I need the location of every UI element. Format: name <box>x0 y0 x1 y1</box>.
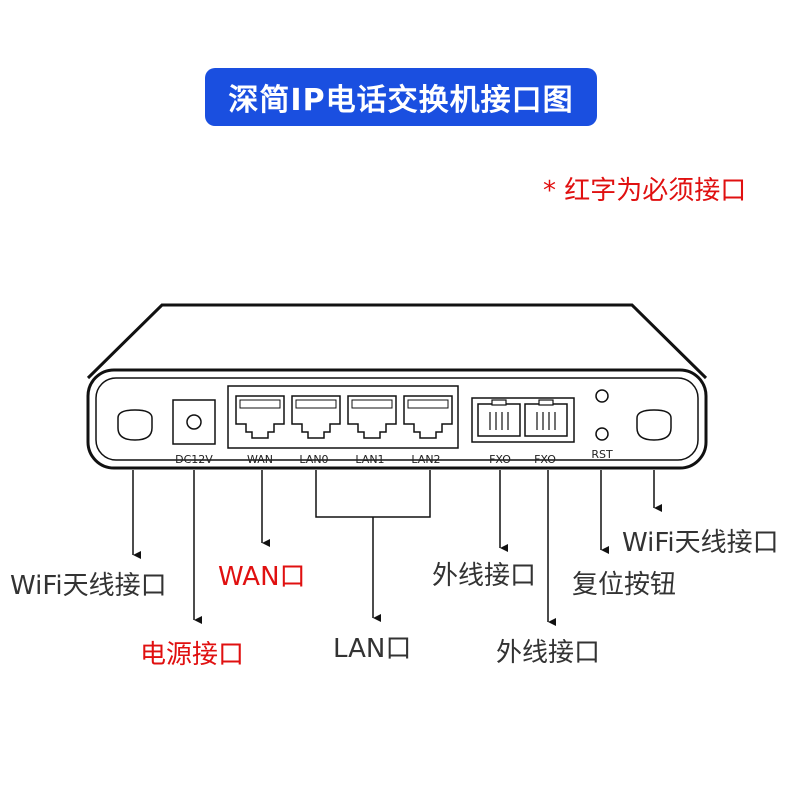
power-callout: 电源接口 <box>140 640 245 670</box>
lan2-label: LAN2 <box>411 453 440 466</box>
antenna-left-icon <box>117 409 153 441</box>
fxo2-port-icon <box>524 399 568 437</box>
wan-callout: WAN口 <box>218 562 306 592</box>
wifi-right-callout: WiFi天线接口 <box>622 528 779 558</box>
lan0-port-icon <box>291 395 341 439</box>
fxo1-port-icon <box>477 399 521 437</box>
required-note: * 红字为必须接口 <box>543 176 747 206</box>
lan0-label: LAN0 <box>299 453 328 466</box>
reset-hole-icon <box>595 427 609 441</box>
antenna-right-icon <box>636 409 672 441</box>
lan1-label: LAN1 <box>355 453 384 466</box>
device-front-inner <box>95 377 699 461</box>
wan-label: WAN <box>247 453 273 466</box>
rst-label: RST <box>591 448 613 461</box>
fxo-group <box>471 397 575 443</box>
diagram-title: 深简IP电话交换机接口图 <box>205 68 597 126</box>
wifi-left-callout: WiFi天线接口 <box>10 571 167 601</box>
fxo2-callout: 外线接口 <box>496 638 601 668</box>
fxo2-label: FXO <box>534 453 556 466</box>
fxo1-callout: 外线接口 <box>432 561 537 591</box>
lan2-port-icon <box>403 395 453 439</box>
lan-bracket <box>315 470 431 518</box>
lan1-port-icon <box>347 395 397 439</box>
dc-label: DC12V <box>175 453 213 466</box>
fxo1-label: FXO <box>489 453 511 466</box>
lan-callout: LAN口 <box>333 634 412 664</box>
wan-port-icon <box>235 395 285 439</box>
device-body <box>86 303 708 470</box>
device-top-face <box>86 303 708 380</box>
status-led-icon <box>595 389 609 403</box>
dc-power-jack-icon <box>172 399 216 445</box>
rj45-group <box>227 385 459 449</box>
device-front-face <box>86 368 708 470</box>
reset-callout: 复位按钮 <box>572 570 677 600</box>
